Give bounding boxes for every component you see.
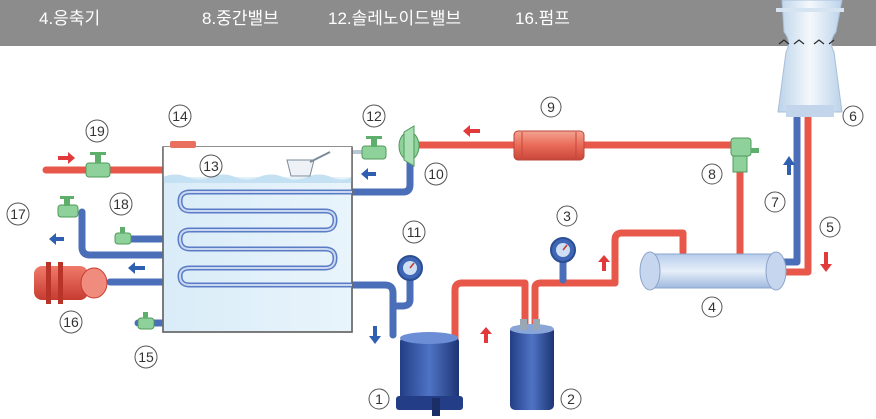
receiver-to-condenser-pipe — [531, 229, 687, 329]
valve-icon — [398, 125, 420, 167]
svg-text:11: 11 — [407, 224, 422, 240]
expansion-to-tank-pipe — [348, 154, 414, 196]
compressor-discharge-pipe — [451, 279, 529, 349]
legend-item-condenser: 4.응축기 — [39, 9, 101, 28]
receiver-tank — [510, 319, 554, 410]
cooling-supply-pipe — [774, 114, 801, 266]
float-valve-icon — [286, 159, 315, 177]
cooling-tower — [776, 0, 844, 117]
callout-3: 3 — [556, 205, 578, 227]
tank-to-valve-17-pipe — [78, 208, 167, 259]
callout-9: 9 — [540, 96, 562, 118]
svg-text:19: 19 — [89, 123, 105, 139]
valves — [57, 125, 759, 330]
callout-7: 7 — [764, 191, 786, 213]
valve-icon — [361, 136, 387, 160]
svg-text:15: 15 — [138, 349, 154, 365]
svg-text:6: 6 — [849, 108, 857, 124]
legend-item-intermediate-valve: 8.중간밸브 — [202, 9, 279, 28]
svg-text:7: 7 — [771, 194, 779, 210]
svg-text:5: 5 — [826, 219, 834, 235]
callout-8: 8 — [701, 163, 723, 185]
callout-19: 19 — [85, 119, 109, 143]
callout-16: 16 — [59, 310, 83, 334]
callout-6: 6 — [842, 105, 864, 127]
svg-text:10: 10 — [428, 166, 444, 182]
svg-text:17: 17 — [10, 206, 26, 222]
svg-text:8: 8 — [708, 166, 716, 182]
legend-item-pump: 16.펌프 — [515, 9, 570, 28]
svg-text:9: 9 — [547, 99, 555, 115]
pressure-gauge-icon — [550, 237, 576, 263]
svg-text:3: 3 — [563, 208, 571, 224]
suction-line-pipe — [348, 281, 397, 339]
pipes — [42, 114, 812, 349]
tank-inlet-nozzle — [170, 141, 196, 148]
callouts: 1 2 3 4 5 6 7 8 9 10 11 12 13 14 15 16 1… — [6, 96, 864, 410]
condenser — [639, 251, 787, 291]
legend-item-solenoid-valve: 12.솔레노이드밸브 — [328, 9, 462, 28]
valve-icon — [85, 152, 111, 178]
valve-icon — [730, 137, 759, 173]
fan-icon — [778, 39, 805, 45]
oil-separator — [513, 130, 585, 161]
cooling-return-pipe — [774, 114, 812, 276]
callout-2: 2 — [560, 388, 582, 410]
callout-14: 14 — [168, 104, 192, 128]
svg-text:13: 13 — [203, 158, 219, 174]
gauge-11-line — [389, 276, 414, 310]
callout-13: 13 — [199, 154, 223, 178]
callout-15: 15 — [134, 345, 158, 369]
legend-bar: 4.응축기 8.중간밸브 12.솔레노이드밸브 16.펌프 — [0, 0, 876, 46]
valve-icon — [137, 312, 155, 330]
svg-text:18: 18 — [113, 196, 129, 212]
flow-arrow-icon — [49, 125, 832, 344]
callout-5: 5 — [819, 216, 841, 238]
svg-text:12: 12 — [366, 108, 382, 124]
callout-12: 12 — [362, 104, 386, 128]
callout-1: 1 — [368, 388, 390, 410]
svg-text:2: 2 — [567, 391, 575, 407]
svg-text:1: 1 — [375, 391, 383, 407]
compressor — [396, 332, 463, 416]
pressure-gauge-icon — [397, 255, 423, 281]
hot-pipes — [42, 114, 812, 349]
callout-4: 4 — [701, 296, 723, 318]
svg-text:4: 4 — [708, 299, 716, 315]
callout-17: 17 — [6, 202, 30, 226]
valve-icon — [114, 227, 132, 245]
water-tank — [162, 141, 353, 333]
callout-11: 11 — [402, 220, 426, 244]
svg-text:16: 16 — [63, 314, 79, 330]
callout-10: 10 — [424, 162, 448, 186]
svg-text:14: 14 — [172, 108, 188, 124]
valve-icon — [57, 196, 79, 218]
callout-18: 18 — [109, 192, 133, 216]
water-pump — [34, 262, 108, 304]
